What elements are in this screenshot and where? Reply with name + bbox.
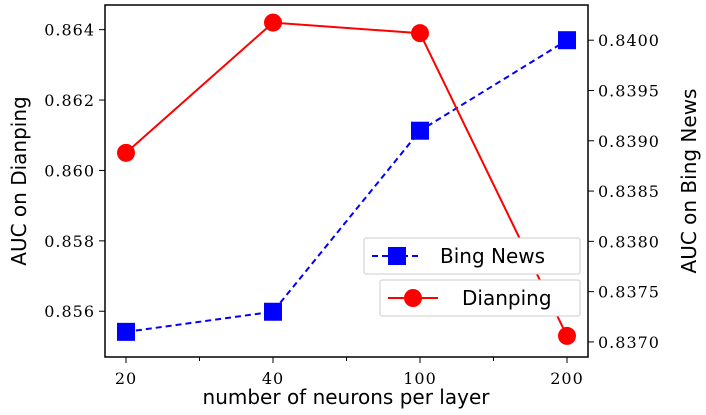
data-point-dianping (558, 326, 576, 345)
series-line-bing-news (125, 39, 568, 333)
legend: Bing News Dianping (363, 237, 581, 317)
y-axis-left-title: AUC on Dianping (7, 96, 31, 265)
y-right-tick-label: 0.8375 (598, 283, 660, 302)
legend-entry-dianping: Dianping (379, 279, 581, 317)
legend-label-bing-news: Bing News (440, 244, 545, 268)
legend-label-dianping: Dianping (462, 286, 552, 310)
x-tick-label: 200 (550, 369, 584, 388)
tick-layer: 20 40 100 200 0.856 0.858 0.860 0.862 0.864 0.837… (44, 21, 660, 388)
data-point-dianping (117, 143, 135, 162)
legend-marker-dianping (404, 289, 422, 307)
series-dianping (117, 13, 576, 345)
y-left-tick-label: 0.864 (44, 21, 95, 40)
y-left-tick-label: 0.860 (44, 161, 95, 180)
legend-box-dianping (379, 279, 581, 317)
series-layer (117, 13, 576, 345)
y-right-tick-label: 0.8380 (598, 232, 660, 251)
legend-marker-bing-news (388, 247, 406, 265)
legend-entry-bing-news: Bing News (363, 237, 581, 275)
x-tick-label: 40 (262, 369, 284, 388)
y-left-tick-label: 0.862 (44, 91, 95, 110)
series-bing-news (117, 31, 576, 341)
x-axis-title: number of neurons per layer (203, 385, 491, 409)
y-left-tick-label: 0.856 (44, 302, 95, 321)
y-axis-right-title: AUC on Bing News (677, 89, 701, 274)
series-line-dianping (125, 21, 568, 337)
y-right-tick-label: 0.8385 (598, 182, 660, 201)
y-right-tick-label: 0.8395 (598, 81, 660, 100)
data-point-bing-news (411, 121, 429, 140)
y-right-tick-label: 0.8400 (598, 31, 660, 50)
legend-box-bing-news (363, 237, 581, 275)
y-right-tick-label: 0.8370 (598, 333, 660, 352)
y-left-tick-label: 0.858 (44, 232, 95, 251)
data-point-dianping (411, 24, 429, 43)
data-point-bing-news (558, 31, 576, 50)
y-right-tick-label: 0.8390 (598, 132, 660, 151)
x-tick-label: 20 (115, 369, 137, 388)
data-point-bing-news (264, 302, 282, 321)
x-tick-label: 100 (403, 369, 437, 388)
data-point-bing-news (117, 322, 135, 341)
data-point-dianping (264, 13, 282, 32)
